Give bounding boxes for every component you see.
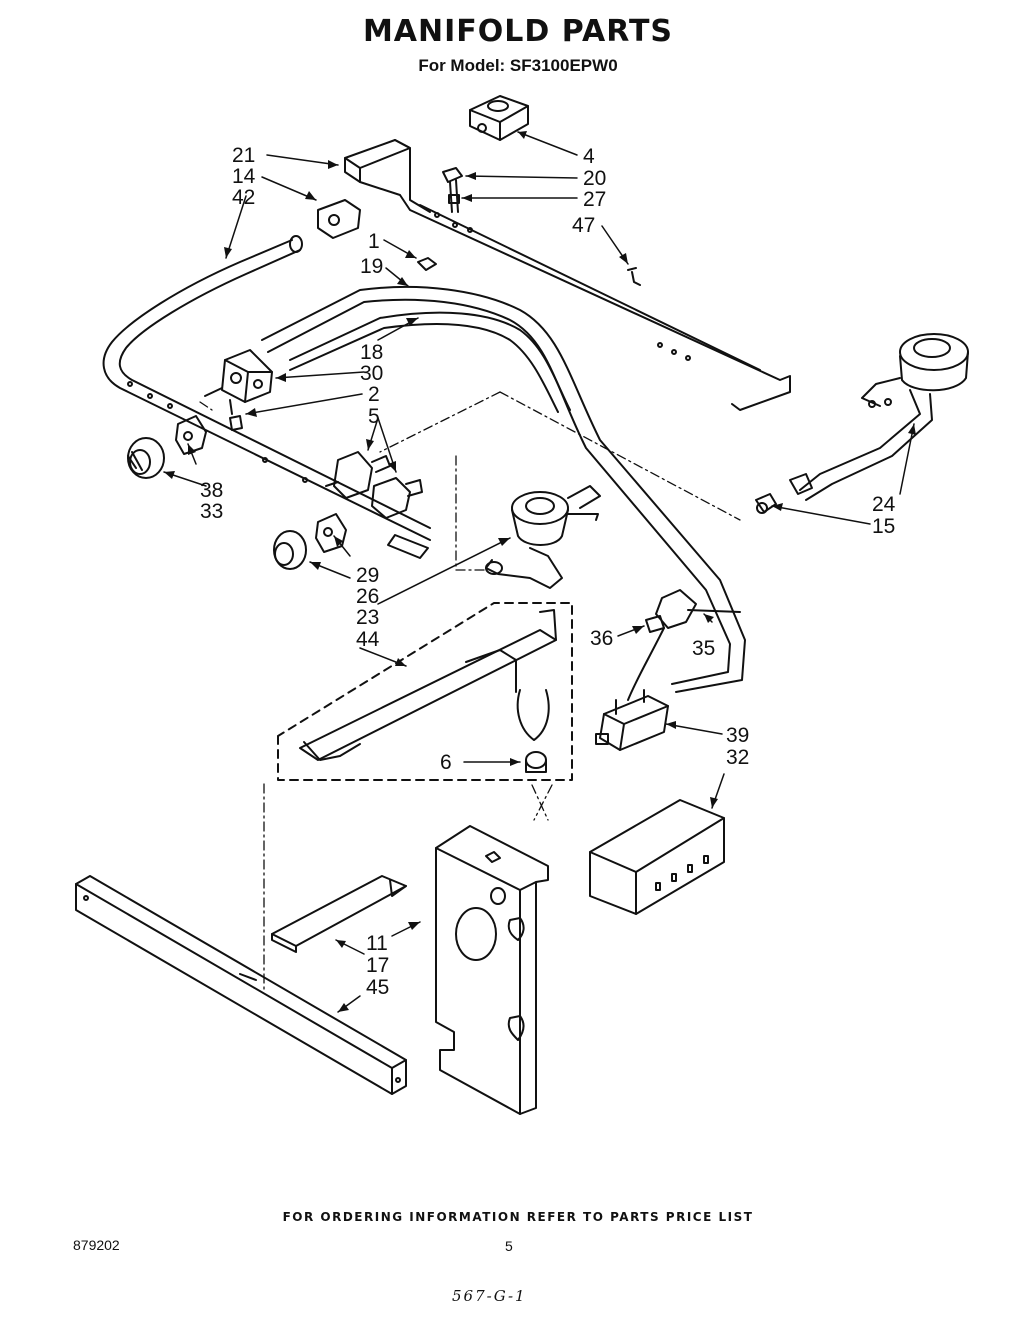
callout-4: 4: [583, 145, 595, 168]
part-44-assembly-outline: [277, 602, 573, 781]
callout-numbers: 21 14 42 4 20 27 47 1 19 18 30 2 5 38 33…: [200, 144, 896, 999]
callout-23: 23: [356, 606, 379, 629]
leader-lines: [163, 131, 915, 1013]
part-5-valves: [325, 451, 423, 519]
part-1-clip: [417, 257, 437, 271]
callout-29: 29: [356, 564, 379, 587]
page-number: 5: [505, 1238, 513, 1254]
callout-2: 2: [368, 383, 380, 406]
part-20-27-orifice-spud: [442, 167, 463, 213]
callout-44: 44: [356, 628, 380, 651]
ordering-note: FOR ORDERING INFORMATION REFER TO PARTS …: [282, 1210, 754, 1224]
part-11-17-bracket: [271, 875, 407, 953]
part-29-26-knob: [273, 513, 347, 570]
callout-24: 24: [872, 493, 896, 516]
leader-arrowheads: [164, 131, 916, 1012]
phantom-lines: [199, 391, 741, 991]
callout-19: 19: [360, 255, 383, 278]
callout-5: 5: [368, 405, 380, 428]
callout-39: 39: [726, 724, 749, 747]
part-39-safety-valve: [595, 689, 669, 751]
callout-18: 18: [360, 341, 383, 364]
callout-1: 1: [368, 230, 380, 253]
model-subtitle: For Model: SF3100EPW0: [418, 56, 618, 75]
callout-36: 36: [590, 627, 613, 650]
callout-21: 21: [232, 144, 255, 167]
part-18-tube: [289, 311, 571, 413]
part-14-bracket: [317, 199, 361, 239]
callout-11: 11: [366, 932, 388, 955]
part-30-valve: [204, 349, 273, 415]
part-42-manifold-pipe: [102, 235, 431, 559]
part-47-clip: [627, 267, 641, 286]
callout-33: 33: [200, 500, 223, 523]
callout-47: 47: [572, 214, 595, 237]
handwritten-code: 567-G-1: [452, 1287, 527, 1305]
part-36-35-sensor: [627, 589, 741, 701]
callout-30: 30: [360, 362, 383, 385]
part-4-burner-cap: [469, 95, 529, 141]
part-38-33-knob: [127, 415, 207, 479]
callout-38: 38: [200, 479, 223, 502]
part-2-orifice: [229, 415, 243, 431]
callout-6: 6: [440, 751, 452, 774]
callout-14: 14: [232, 165, 256, 188]
callout-42: 42: [232, 186, 255, 209]
callout-20: 20: [583, 167, 606, 190]
part-45-front-panel: [75, 875, 407, 1095]
callout-45: 45: [366, 976, 389, 999]
rear-cover-panel: [435, 825, 549, 1115]
callout-26: 26: [356, 585, 379, 608]
part-21-manifold-bracket: [344, 139, 791, 411]
callout-27: 27: [583, 188, 606, 211]
part-19-burner-tube: [261, 285, 746, 693]
part-32-box-cover: [589, 799, 725, 915]
part-23-oven-burner: [485, 485, 601, 589]
part-15-fitting: [755, 493, 777, 514]
page-title: MANIFOLD PARTS: [362, 14, 674, 49]
part-24-surface-burner: [789, 333, 969, 501]
document-number: 879202: [73, 1237, 120, 1253]
callout-17: 17: [366, 954, 389, 977]
callout-32: 32: [726, 746, 749, 769]
callout-15: 15: [872, 515, 895, 538]
callout-35: 35: [692, 637, 715, 660]
